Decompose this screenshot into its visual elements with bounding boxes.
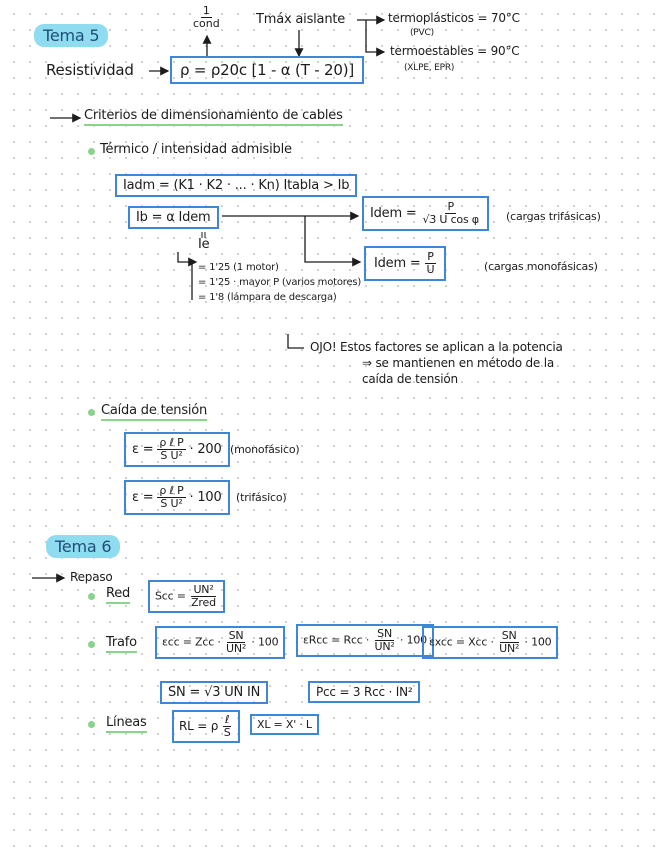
- criterios-heading: Criterios de dimensionamiento de cables: [84, 108, 343, 126]
- idem-tri-lhs: Idem =: [370, 206, 417, 222]
- ib-formula-box: Ib = α Idem: [128, 206, 219, 229]
- excc-den: UN²: [499, 642, 520, 656]
- erec-tail: · 100: [399, 633, 427, 647]
- factor-1-motor: = 1'25 (1 motor): [198, 262, 279, 273]
- lineas-label: Líneas: [106, 715, 147, 733]
- bullet-icon: [88, 593, 95, 600]
- idem-tri-num: P: [445, 200, 456, 215]
- resistividad-label: Resistividad: [46, 61, 134, 79]
- termoestables-note: (XLPE, EPR): [404, 63, 455, 73]
- caida-heading: Caída de tensión: [101, 403, 207, 421]
- tmax-label: Tmáx aislante: [256, 12, 346, 27]
- ojo-line-2: ⇒ se mantienen en método de la: [362, 356, 554, 370]
- rl-num: ℓ: [222, 713, 232, 728]
- eps-tri-tail: · 100: [189, 490, 222, 506]
- erec-den: UN²: [374, 640, 395, 654]
- resistividad-formula-box: ρ = ρ20c [1 - α (T - 20)]: [170, 56, 365, 84]
- idem-mono-note: (cargas monofásicas): [484, 260, 598, 273]
- bullet-icon: [88, 721, 95, 728]
- factor-varios-motores: = 1'25 · mayor P (varios motores): [198, 277, 362, 288]
- idem-mono-lhs: Idem =: [374, 256, 421, 272]
- idem-mono-den: U: [426, 263, 435, 277]
- termoplasticos-note: (PVC): [410, 28, 434, 38]
- xl-formula-box: XL = X' · L: [250, 714, 319, 735]
- eps-tri-num: ρ ℓ P: [157, 484, 186, 499]
- erec-num: SN: [375, 627, 394, 642]
- excc-lhs: εxcc = Xcc ·: [429, 635, 494, 649]
- bullet-icon: [88, 148, 95, 155]
- fraction-numerator: 1: [200, 4, 212, 19]
- trafo-label: Trafo: [106, 635, 137, 653]
- ecc-lhs: εcc = Zcc ·: [162, 635, 221, 649]
- tema5-title: Tema 5: [34, 24, 109, 47]
- factor-lampara: = 1'8 (lámpara de descarga): [198, 292, 337, 303]
- eps-mono-note: (monofásico): [230, 443, 300, 456]
- termico-heading: Térmico / intensidad admisible: [100, 142, 292, 157]
- excc-tail: · 100: [524, 635, 552, 649]
- erec-lhs: εRcc = Rcc ·: [303, 633, 370, 647]
- eps-mono-tail: · 200: [189, 442, 222, 458]
- excc-num: SN: [499, 629, 519, 644]
- fraction-denominator: cond: [193, 17, 220, 31]
- red-label: Red: [106, 586, 130, 604]
- ojo-line-3: caída de tensión: [362, 372, 458, 386]
- eps-mono-lhs: ε =: [132, 442, 154, 458]
- idem-tri-den: √3 U cos φ: [422, 213, 480, 227]
- ecc-den: UN²: [225, 642, 247, 656]
- eps-tri-lhs: ε =: [132, 490, 154, 506]
- rl-lhs: RL = ρ: [179, 719, 219, 734]
- repaso-label: Repaso: [70, 570, 113, 584]
- iadm-formula-box: Iadm = (K1 · K2 · ... · Kn) Itabla > Ib: [115, 174, 358, 197]
- eps-tri-den: S U²: [160, 497, 183, 511]
- ecc-tail: · 100: [251, 635, 279, 649]
- tema6-title: Tema 6: [46, 535, 121, 558]
- rl-den: S: [223, 726, 231, 740]
- sn-formula-box: SN = √3 UN IN: [160, 681, 269, 704]
- idem-mono-num: P: [425, 250, 436, 265]
- ecc-num: SN: [226, 629, 246, 644]
- bullet-icon: [88, 641, 95, 648]
- bullet-icon: [88, 409, 95, 416]
- eps-tri-note: (trifásico): [236, 491, 287, 504]
- scc-num: UN²: [191, 583, 216, 598]
- eps-mono-num: ρ ℓ P: [157, 436, 186, 451]
- idem-trifasica-box: Idem = P√3 U cos φ: [362, 196, 489, 232]
- scc-lhs: Scc =: [155, 589, 186, 603]
- termoplasticos-label: termoplásticos = 70°C: [388, 11, 520, 25]
- idem-tri-note: (cargas trifásicas): [506, 210, 601, 223]
- scc-den: Zred: [191, 596, 216, 610]
- ie-symbol: Ie: [198, 237, 210, 252]
- ojo-line-1: OJO! Estos factores se aplican a la pote…: [310, 340, 563, 354]
- eps-mono-den: S U²: [160, 449, 183, 463]
- pcc-formula-box: Pcc = 3 Rcc · IN²: [308, 681, 421, 703]
- termoestables-label: termoestables = 90°C: [390, 44, 520, 58]
